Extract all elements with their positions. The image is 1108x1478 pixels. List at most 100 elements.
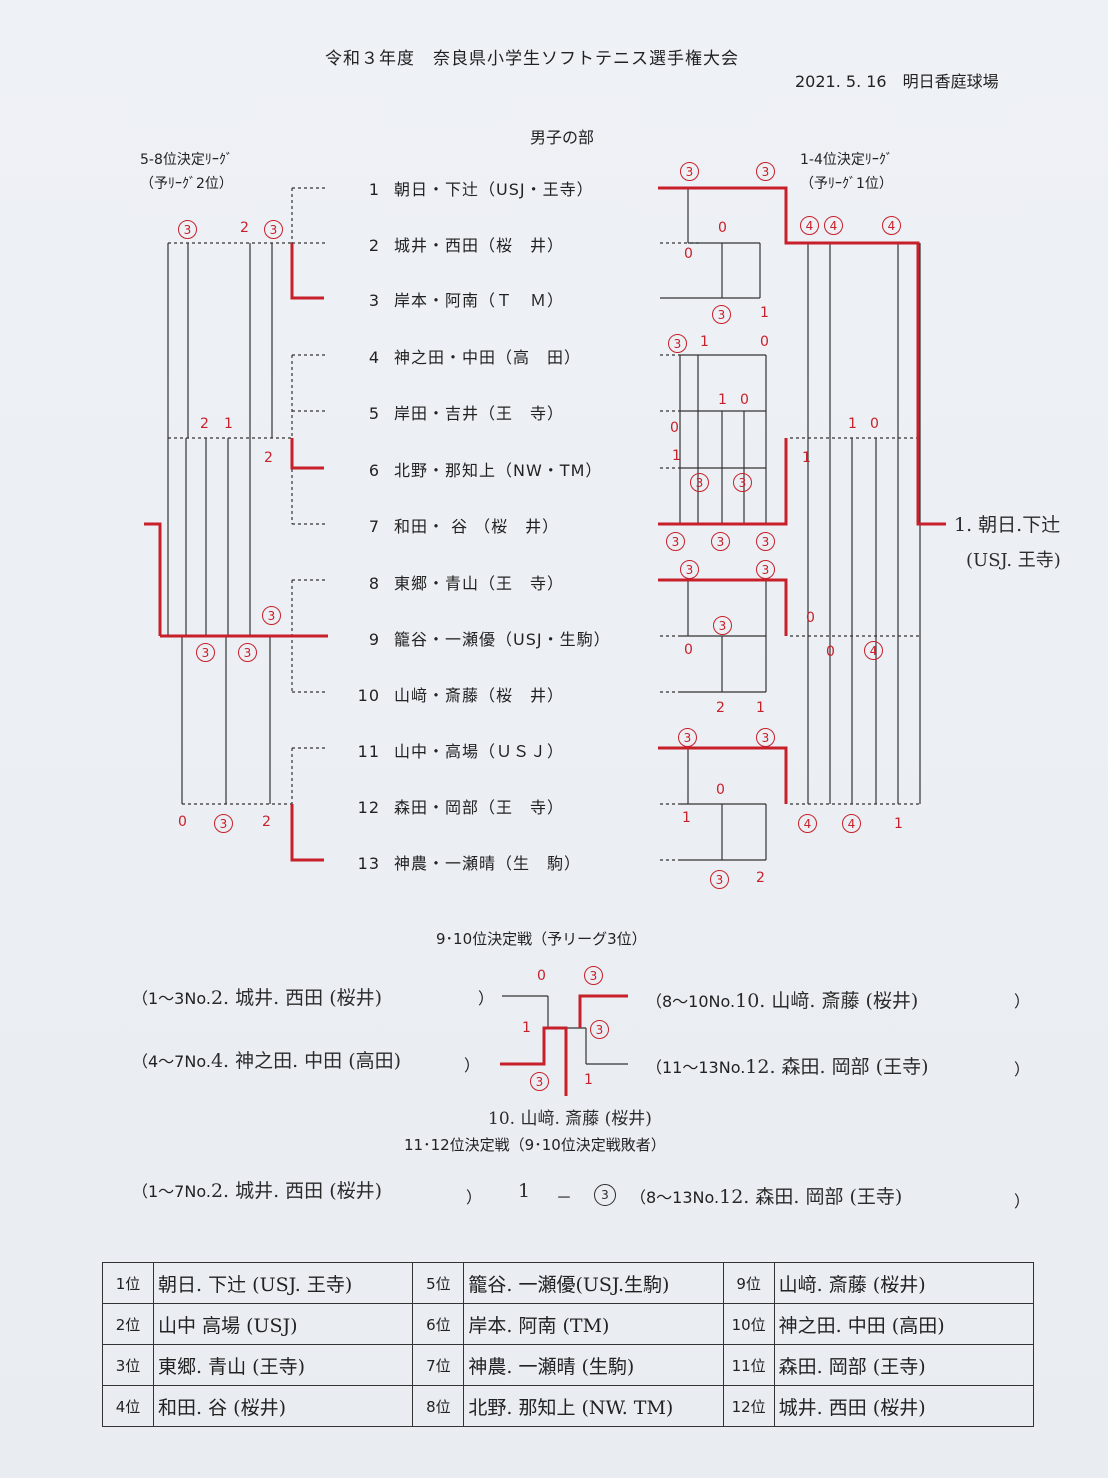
league-right-label: 1-4位決定ﾘｰｸﾞ （予ﾘｰｸﾞ1位）: [800, 148, 893, 196]
player-name: 東郷・青山（王 寺）: [394, 574, 565, 593]
league-left-label: 5-8位決定ﾘｰｸﾞ （予ﾘｰｸﾞ2位）: [140, 148, 233, 196]
player-no: 13: [357, 854, 380, 873]
match-9-10-winner: 10. 山﨑. 斎藤 (桜井): [488, 1109, 652, 1129]
entry-label: （8～10No.: [646, 992, 736, 1011]
close-paren: ）: [1014, 1192, 1031, 1211]
score-mark: 3: [756, 560, 775, 579]
player-no: 7: [368, 517, 380, 536]
name-cell: 和田. 谷 (桜井): [153, 1385, 414, 1427]
score-mark: 3: [590, 1020, 609, 1039]
player-name: 和田・ 谷 （桜 井）: [394, 517, 560, 536]
rank-cell: 8位: [412, 1385, 465, 1427]
score-mark: 1: [584, 1072, 593, 1088]
score-mark: 4: [798, 814, 817, 833]
player-name: 神之田・中田（高 田）: [394, 348, 582, 367]
match-9-10-entry-d: （11～13No.12. 森田. 岡部 (王寺): [646, 1052, 929, 1079]
score-mark: 2: [200, 416, 209, 432]
name-cell: 山中 高場 (USJ): [153, 1303, 414, 1345]
score-mark: 3: [214, 814, 233, 833]
table-row: 3位 東郷. 青山 (王寺) 7位 神農. 一瀬晴 (生駒) 11位 森田. 岡…: [101, 1344, 1035, 1386]
score-mark: 2: [716, 700, 725, 716]
score-mark: 0: [684, 246, 693, 262]
score-mark: 0: [670, 420, 679, 436]
player-no: 6: [368, 461, 380, 480]
match-11-12-title: 11･12位決定戦（9･10位決定戦敗者）: [404, 1136, 666, 1154]
score-mark: 3: [668, 334, 687, 353]
name-cell: 神之田. 中田 (高田): [773, 1303, 1035, 1345]
score-mark: 3: [711, 532, 730, 551]
player-name: 森田・岡部（王 寺）: [394, 798, 565, 817]
player-name: 山中・高場（ＵＳＪ）: [394, 742, 565, 761]
score-mark: 3: [262, 606, 281, 625]
tournament-title: 令和３年度 奈良県小学生ソフトテニス選手権大会: [325, 49, 739, 69]
entry-hand: 10. 山﨑. 斎藤 (桜井): [735, 990, 919, 1012]
entry-label: （4～7No.: [132, 1052, 211, 1071]
rank-cell: 10位: [722, 1303, 775, 1345]
score-mark: 0: [178, 814, 187, 830]
score-mark: 0: [740, 392, 749, 408]
name-cell: 森田. 岡部 (王寺): [773, 1344, 1035, 1386]
player-row: 3 岸本・阿南（Ｔ Ｍ）: [352, 287, 564, 311]
score-mark: 1: [522, 1020, 531, 1036]
name-cell: 北野. 那知上 (NW. TM): [463, 1385, 724, 1427]
rank-cell: 3位: [101, 1344, 155, 1386]
player-name: 岸田・吉井（王 寺）: [394, 404, 565, 423]
score-mark: 1: [718, 392, 727, 408]
league-right-line1: 1-4位決定ﾘｰｸﾞ: [800, 152, 893, 168]
score-mark: 2: [264, 450, 273, 466]
player-no: 3: [368, 291, 380, 310]
score-mark: 3: [678, 728, 697, 747]
date-venue: 2021. 5. 16 明日香庭球場: [795, 72, 999, 91]
score-mark: 4: [864, 641, 883, 660]
score-mark: 0: [537, 968, 546, 984]
player-name: 岸本・阿南（Ｔ Ｍ）: [394, 291, 565, 310]
player-row: 7 和田・ 谷 （桜 井）: [352, 513, 559, 537]
match-11-12-dash: －: [556, 1188, 573, 1207]
player-no: 10: [357, 686, 380, 705]
player-no: 4: [368, 348, 380, 367]
score-mark: 1: [672, 448, 681, 464]
table-row: 4位 和田. 谷 (桜井) 8位 北野. 那知上 (NW. TM) 12位 城井…: [101, 1385, 1035, 1427]
name-cell: 朝日. 下辻 (USJ. 王寺): [153, 1262, 414, 1304]
score-mark: 0: [806, 610, 815, 626]
close-paren: ）: [478, 989, 495, 1008]
score-mark: 0: [826, 644, 835, 660]
entry-label: （1～3No.: [132, 989, 211, 1008]
rank-cell: 9位: [722, 1262, 775, 1304]
score-mark: 1: [682, 810, 691, 826]
score-mark: 3: [264, 220, 283, 239]
match-9-10-entry-a: （1～3No.2. 城井. 西田 (桜井): [132, 983, 382, 1010]
name-cell: 城井. 西田 (桜井): [773, 1385, 1035, 1427]
score-mark: 3: [710, 870, 729, 889]
score-mark: 3: [756, 162, 775, 181]
score-mark: 0: [684, 642, 693, 658]
score-mark: 2: [240, 220, 249, 236]
entry-label: （1～7No.: [132, 1182, 211, 1201]
score-mark: 4: [800, 216, 819, 235]
rank-cell: 6位: [412, 1303, 465, 1345]
name-cell: 東郷. 青山 (王寺): [153, 1344, 414, 1386]
entry-hand: 12. 森田. 岡部 (王寺): [719, 1186, 903, 1208]
close-paren: ）: [466, 1188, 483, 1207]
name-cell: 神農. 一瀬晴 (生駒): [463, 1344, 724, 1386]
close-paren: ）: [1014, 1060, 1031, 1079]
score-mark: 3: [530, 1072, 549, 1091]
division-title: 男子の部: [530, 128, 595, 147]
entry-hand: 4. 神之田. 中田 (高田): [210, 1050, 402, 1072]
score-mark: 1: [756, 700, 765, 716]
score-mark: 1: [802, 450, 811, 466]
player-no: 12: [357, 798, 380, 817]
score-mark: 4: [824, 216, 843, 235]
score-mark: 0: [716, 782, 725, 798]
rank-cell: 7位: [412, 1344, 465, 1386]
score-mark: 0: [870, 416, 879, 432]
table-row: 1位 朝日. 下辻 (USJ. 王寺) 5位 籠谷. 一瀬優(USJ.生駒) 9…: [101, 1262, 1035, 1304]
match-11-12-entry-a: （1～7No.2. 城井. 西田 (桜井): [132, 1176, 382, 1203]
